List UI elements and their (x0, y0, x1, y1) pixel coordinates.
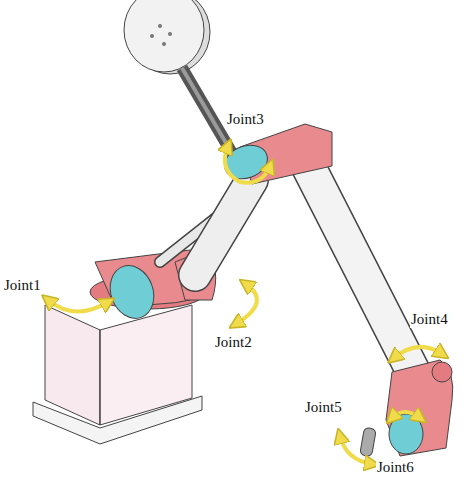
joint-label: Joint3 (226, 110, 265, 128)
joint-label: Joint4 (410, 310, 449, 328)
joint-label: Joint6 (376, 458, 415, 476)
joint-label: Joint5 (304, 398, 343, 416)
joint-label: Joint1 (3, 276, 42, 294)
joint-label: Joint2 (214, 333, 253, 351)
